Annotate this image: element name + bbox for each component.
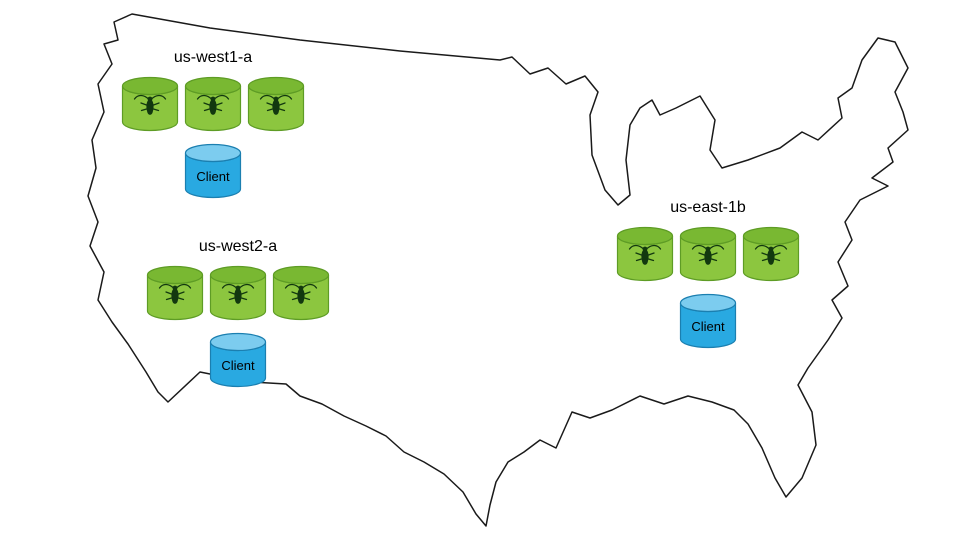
cockroachdb-node-icon (616, 226, 674, 282)
region-label: us-west2-a (198, 238, 278, 255)
client-label: Client (196, 169, 230, 184)
client-label: Client (221, 358, 255, 373)
region-us-east-1b: us-east-1b Client (616, 198, 800, 355)
client-node: Client (679, 293, 737, 355)
cockroachdb-node-icon (679, 226, 737, 282)
cockroachdb-node-icon (247, 76, 305, 132)
client-label: Client (691, 319, 725, 334)
cockroachdb-node-icon (121, 76, 179, 132)
node-row (121, 76, 305, 133)
region-label: us-east-1b (670, 199, 746, 216)
cockroachdb-node-icon (742, 226, 800, 282)
cockroachdb-node-icon (184, 76, 242, 132)
region-us-west2-a: us-west2-a Client (146, 237, 330, 394)
region-label: us-west1-a (173, 49, 253, 66)
node-row (616, 226, 800, 283)
region-us-west1-a: us-west1-a Client (121, 48, 305, 205)
us-map-border-path (87, 13, 909, 527)
client-node: Client (184, 143, 242, 205)
node-row (146, 265, 330, 322)
client-node: Client (209, 332, 267, 394)
cockroachdb-node-icon (272, 265, 330, 321)
cockroachdb-node-icon (209, 265, 267, 321)
cockroachdb-node-icon (146, 265, 204, 321)
